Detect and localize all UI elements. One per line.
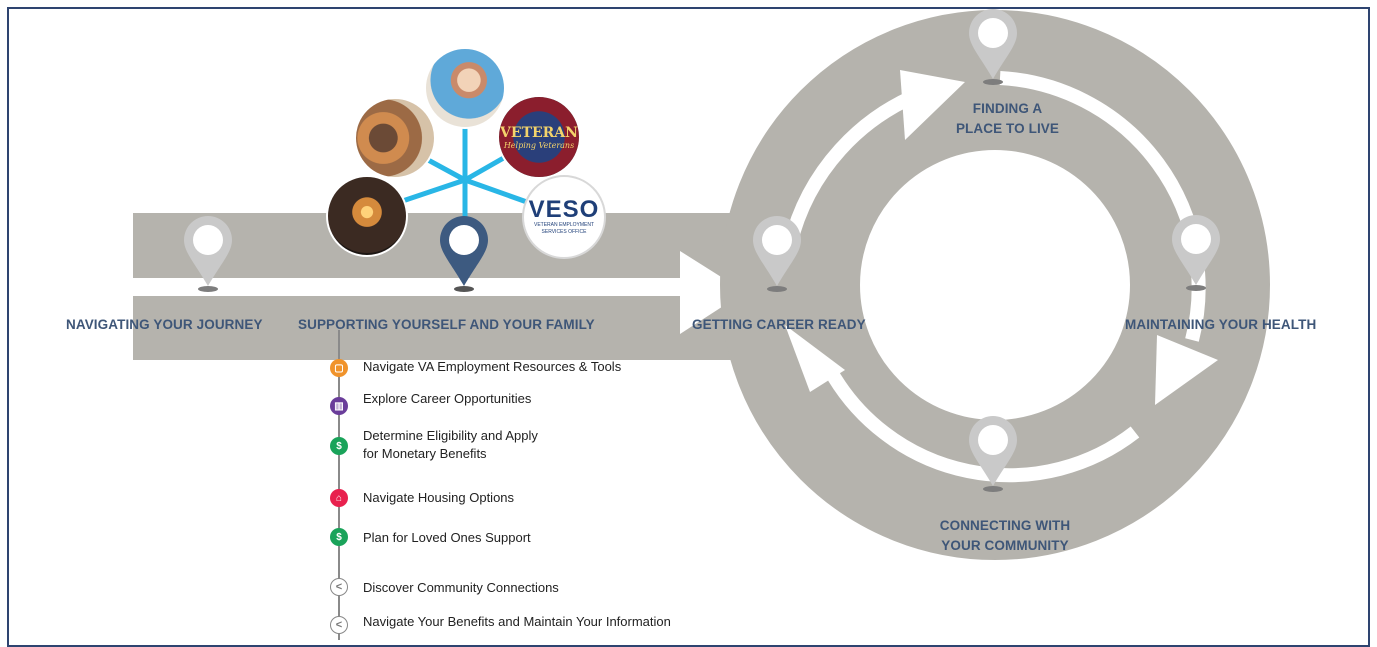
step-monetary-benefits[interactable]: Determine Eligibility and Apply for Mone… — [363, 427, 538, 463]
stage-label-place[interactable]: FINDING A PLACE TO LIVE — [950, 99, 1065, 139]
stage-label-place-line2: PLACE TO LIVE — [955, 121, 1060, 136]
step-monetary-benefits-line1: Determine Eligibility and Apply — [363, 428, 538, 443]
stage-label-supporting[interactable]: SUPPORTING YOURSELF AND YOUR FAMILY — [298, 317, 595, 332]
ring-arrow-head-right — [1155, 335, 1218, 405]
briefcase-icon: ▢ — [330, 359, 348, 377]
stage-label-community[interactable]: CONNECTING WITH YOUR COMMUNITY — [920, 516, 1090, 556]
pin-place[interactable] — [969, 9, 1017, 85]
ring-arrow-head-bottom — [785, 325, 845, 392]
ring-arrow-head-top — [900, 70, 965, 140]
step-monetary-benefits-line2: for Monetary Benefits — [363, 446, 487, 461]
photo-woman-laptop — [424, 47, 506, 129]
stage-label-community-line1: CONNECTING WITH — [939, 518, 1071, 533]
road-arrow-head — [680, 251, 745, 334]
step-community-connections[interactable]: Discover Community Connections — [363, 580, 559, 595]
veso-logo: VESO VETERAN EMPLOYMENT SERVICES OFFICE — [522, 175, 606, 259]
dollar-icon: $ — [330, 528, 348, 546]
vhv-bottom-text: Helping Veterans — [503, 140, 575, 150]
photo-hand-plus — [326, 175, 408, 257]
home-icon: ⌂ — [330, 489, 348, 507]
timeline-line — [338, 330, 340, 640]
step-loved-ones-support[interactable]: Plan for Loved Ones Support — [363, 530, 531, 545]
step-employment-resources[interactable]: Navigate VA Employment Resources & Tools — [363, 359, 622, 374]
stage-label-navigating[interactable]: NAVIGATING YOUR JOURNEY — [66, 317, 263, 332]
pin-career[interactable] — [753, 216, 801, 292]
step-benefits-information[interactable]: Navigate Your Benefits and Maintain Your… — [363, 614, 671, 629]
dollar-icon: $ — [330, 437, 348, 455]
share-icon: < — [330, 616, 348, 634]
pin-health[interactable] — [1172, 215, 1220, 291]
stage-label-career[interactable]: GETTING CAREER READY — [692, 317, 866, 332]
stage-label-community-line2: YOUR COMMUNITY — [941, 538, 1069, 553]
step-career-opportunities[interactable]: Explore Career Opportunities — [363, 391, 532, 406]
pin-community[interactable] — [969, 416, 1017, 492]
veso-title: VESO — [528, 196, 600, 223]
veso-subtitle-1: VETERAN EMPLOYMENT — [533, 222, 594, 228]
stage-label-place-line1: FINDING A — [972, 101, 1043, 116]
step-housing-options[interactable]: Navigate Housing Options — [363, 490, 515, 505]
vhv-top-text: VETERAN — [500, 124, 578, 141]
pin-supporting-active[interactable] — [440, 216, 488, 292]
pin-navigating[interactable] — [184, 216, 232, 292]
ring-arrow-arc-bottom — [823, 366, 1140, 483]
veterans-helping-veterans-logo: VETERAN Helping Veterans — [497, 95, 581, 179]
lower-road — [133, 296, 755, 360]
book-icon: ▥ — [330, 397, 348, 415]
ring-center — [862, 152, 1128, 418]
veso-subtitle-2: SERVICES OFFICE — [541, 229, 587, 235]
photo-family-tablet — [354, 97, 436, 179]
share-icon: < — [330, 578, 348, 596]
stage-label-health[interactable]: MAINTAINING YOUR HEALTH — [1125, 317, 1317, 332]
